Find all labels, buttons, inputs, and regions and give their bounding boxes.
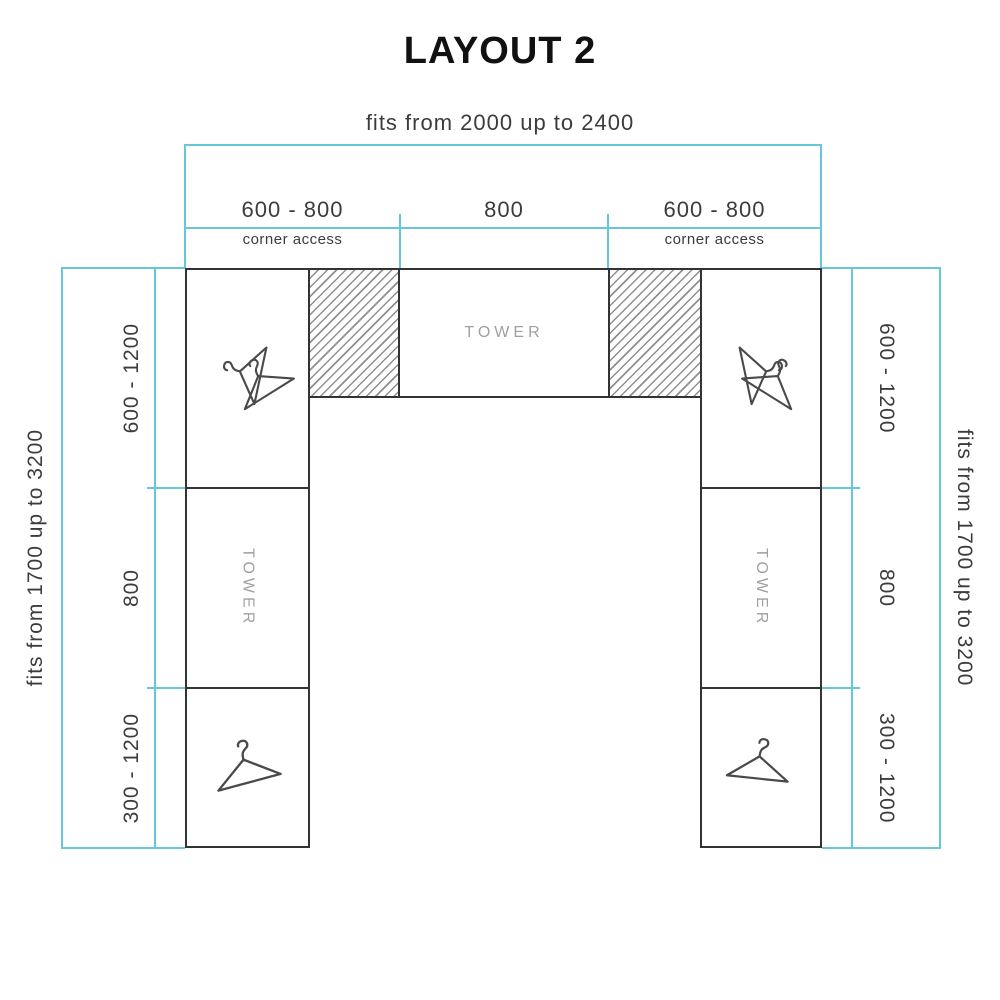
cabinet-left-divider-1 (185, 487, 310, 489)
dim-right-middle-label: 800 (875, 568, 898, 608)
tower-top-label: TOWER (464, 324, 544, 341)
tower-right-label: TOWER (753, 548, 770, 628)
cabinet-left-divider-2 (185, 687, 310, 689)
dim-right-inner-tick-1 (822, 487, 860, 489)
clothes-hanger-icon (725, 738, 789, 783)
dim-right-inner-line (851, 268, 853, 848)
corner-access-left-label: corner access (242, 231, 343, 248)
clothes-hanger-icon (217, 739, 282, 792)
dim-right-top-label: 600 - 1200 (875, 322, 898, 434)
dim-span-tick-left (399, 214, 401, 268)
dim-span-tick-right (607, 214, 609, 268)
dim-left-outer-line (61, 268, 63, 848)
dim-left-bottom-label: 300 - 1200 (120, 712, 143, 824)
dim-span-right-label: 600 - 800 (663, 197, 766, 222)
dim-left-overall-label: fits from 1700 up to 3200 (24, 429, 47, 687)
dim-right-outer-line (939, 268, 941, 848)
tower-left-label: TOWER (239, 548, 257, 628)
dim-span-center-label: 800 (484, 197, 524, 222)
clothes-hanger-icon (741, 358, 793, 411)
hatched-corner-right (608, 270, 700, 396)
page-title: LAYOUT 2 (403, 30, 597, 72)
dim-span-line (185, 227, 822, 229)
dim-left-inner-tick-1 (147, 487, 185, 489)
dim-extension-left (184, 144, 186, 268)
cabinet-top-bridge: TOWER (308, 268, 702, 398)
corner-access-right-label: corner access (664, 231, 765, 248)
dim-left-outer-tick-top (61, 267, 185, 269)
dim-left-middle-label: 800 (120, 568, 143, 608)
dim-left-inner-tick-2 (147, 687, 185, 689)
dim-right-outer-tick-bottom (822, 847, 941, 849)
hatched-corner-left (310, 270, 400, 396)
dim-left-outer-tick-bottom (61, 847, 185, 849)
dim-right-outer-tick-top (822, 267, 941, 269)
dim-right-inner-tick-2 (822, 687, 860, 689)
dim-left-top-label: 600 - 1200 (120, 322, 143, 434)
dim-right-bottom-label: 300 - 1200 (875, 712, 898, 824)
dim-left-inner-line (154, 268, 156, 848)
dim-extension-right (820, 144, 822, 268)
cabinet-right-divider-1 (700, 487, 822, 489)
dim-top-overall-label: fits from 2000 up to 2400 (365, 110, 635, 135)
dim-top-overall-line (185, 144, 822, 146)
cabinet-right-divider-2 (700, 687, 822, 689)
dim-right-overall-label: fits from 1700 up to 3200 (953, 429, 976, 687)
dim-span-left-label: 600 - 800 (241, 197, 344, 222)
clothes-hanger-icon (243, 358, 295, 411)
